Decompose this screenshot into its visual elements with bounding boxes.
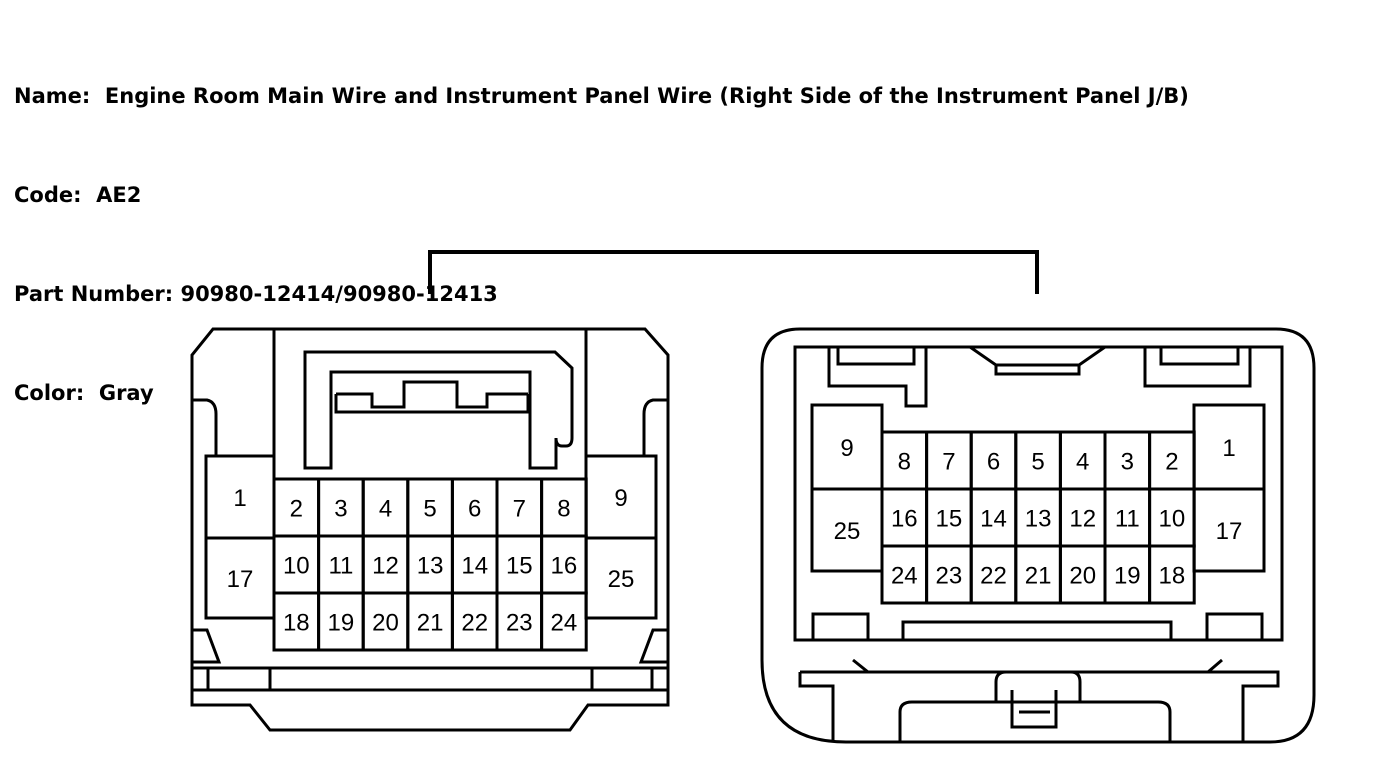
right-pin-24-label: 24: [891, 563, 918, 590]
left-pin-11-label: 11: [328, 553, 353, 580]
code-line: Code: AE2: [14, 179, 1189, 212]
left-pin-4-label: 4: [379, 496, 392, 523]
right-pin-10-label: 10: [1159, 506, 1186, 533]
left-connector-housing: [190, 327, 670, 732]
color-value: Gray: [98, 381, 154, 405]
name-line: Name: Engine Room Main Wire and Instrume…: [14, 80, 1189, 113]
left-pin-15-label: 15: [506, 553, 533, 580]
part-number-label: Part Number:: [14, 282, 174, 306]
right-pin-1-label: 1: [1222, 435, 1235, 462]
right-pin-2-label: 2: [1165, 449, 1178, 476]
left-pin-20-label: 20: [372, 610, 399, 637]
left-pin-21-label: 21: [417, 610, 444, 637]
view-link-bracket: [428, 250, 1039, 294]
right-connector-cavities: 9 25 1 17 8 7 6 5 4 3 2 16 15 14 13 12 11 10 24 23 22 21 20 19 1…: [810, 403, 1266, 605]
right-pin-20-label: 20: [1069, 563, 1096, 590]
part-number-line: Part Number: 90980-12414/90980-12413: [14, 278, 1189, 311]
left-pin-22-label: 22: [461, 610, 488, 637]
left-pin-13-label: 13: [417, 553, 444, 580]
name-value: Engine Room Main Wire and Instrument Pan…: [104, 84, 1189, 108]
right-pin-17-label: 17: [1216, 518, 1243, 545]
right-pin-5-label: 5: [1031, 449, 1044, 476]
right-pin-23-label: 23: [936, 563, 963, 590]
right-pin-18-cavity: [1148, 544, 1196, 605]
right-pin-19-label: 19: [1114, 563, 1141, 590]
right-pin-12-label: 12: [1069, 506, 1096, 533]
left-pin-10-label: 10: [283, 553, 310, 580]
left-pin-2-label: 2: [290, 496, 303, 523]
right-pin-21-label: 21: [1025, 563, 1052, 590]
left-pin-23-label: 23: [506, 610, 533, 637]
right-pin-16-label: 16: [891, 506, 918, 533]
right-pin-3-label: 3: [1121, 449, 1134, 476]
right-pin-4-label: 4: [1076, 449, 1089, 476]
right-pin-13-label: 13: [1025, 506, 1052, 533]
right-connector-housing: [760, 327, 1316, 744]
color-line: Color: Gray: [14, 377, 1189, 410]
left-pin-14-label: 14: [461, 553, 488, 580]
connector-info: Name: Engine Room Main Wire and Instrume…: [14, 14, 1189, 443]
right-pin-7-label: 7: [942, 449, 955, 476]
left-pin-24-cavity: [540, 591, 588, 652]
left-pin-3-label: 3: [334, 496, 347, 523]
right-pin-9-label: 9: [840, 435, 853, 462]
right-pin-25-label: 25: [834, 518, 861, 545]
right-pin-6-label: 6: [987, 449, 1000, 476]
left-pin-12-label: 12: [372, 553, 399, 580]
left-pin-9-label: 9: [614, 485, 627, 512]
code-label: Code:: [14, 183, 82, 207]
left-pin-8-label: 8: [557, 496, 570, 523]
part-number-value: 90980-12414/90980-12413: [180, 282, 498, 306]
right-pin-8-label: 8: [898, 449, 911, 476]
right-pin-18-label: 18: [1159, 563, 1186, 590]
left-pin-25-label: 25: [608, 566, 635, 593]
left-pin-17-label: 17: [227, 566, 254, 593]
left-pin-6-label: 6: [468, 496, 481, 523]
left-pin-1-label: 1: [233, 485, 246, 512]
left-pin-18-label: 18: [283, 610, 310, 637]
code-value: AE2: [96, 183, 142, 207]
color-label: Color:: [14, 381, 85, 405]
right-pin-15-label: 15: [936, 506, 963, 533]
right-pin-11-label: 11: [1115, 506, 1140, 533]
left-pin-19-label: 19: [328, 610, 355, 637]
name-label: Name:: [14, 84, 91, 108]
left-pin-7-label: 7: [513, 496, 526, 523]
right-pin-22-label: 22: [980, 563, 1007, 590]
right-pin-14-label: 14: [980, 506, 1007, 533]
left-pin-16-label: 16: [551, 553, 578, 580]
left-pin-5-label: 5: [423, 496, 436, 523]
left-pin-24-label: 24: [551, 610, 578, 637]
